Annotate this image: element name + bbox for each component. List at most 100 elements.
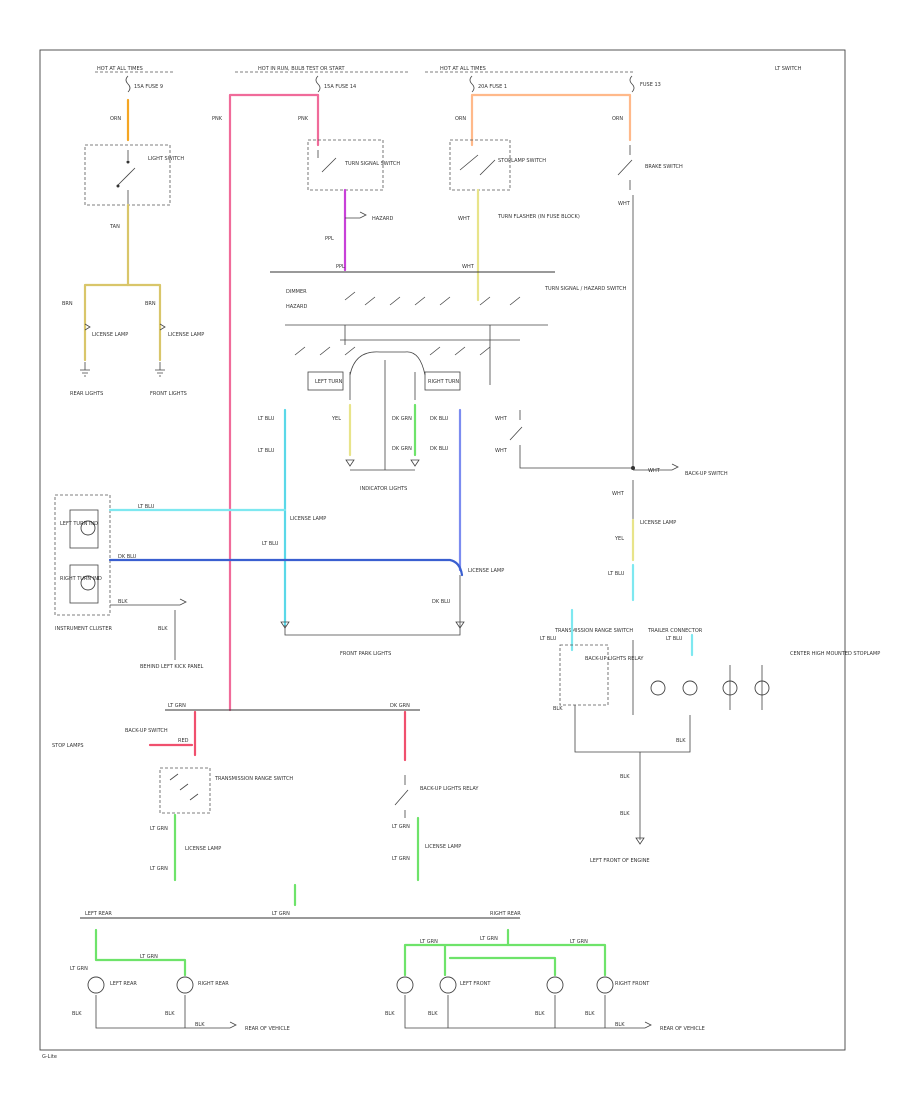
trailer-connector-label: TRAILER CONNECTOR — [647, 628, 703, 634]
ground-left-2 — [155, 362, 165, 377]
svg-text:YEL: YEL — [331, 416, 341, 422]
svg-text:DK BLU: DK BLU — [118, 554, 137, 560]
left-turn-label: LEFT TURN — [315, 379, 343, 385]
wire-tan-split — [83, 283, 162, 362]
wire-pink-main — [228, 93, 320, 712]
svg-text:LT GRN: LT GRN — [168, 703, 186, 709]
svg-text:BRN: BRN — [62, 301, 73, 307]
svg-text:LT GRN: LT GRN — [150, 866, 168, 872]
svg-text:PNK: PNK — [298, 116, 309, 122]
transmission-switch-box — [159, 767, 211, 814]
lamp-left-rear-2 — [176, 976, 194, 994]
svg-text:LICENSE LAMP: LICENSE LAMP — [168, 332, 204, 338]
corner-label: LT SWITCH — [775, 66, 802, 72]
svg-text:BACK-UP SWITCH: BACK-UP SWITCH — [125, 728, 168, 734]
svg-text:LT GRN: LT GRN — [150, 826, 168, 832]
svg-text:WHT: WHT — [648, 468, 661, 474]
lamp-right-rear-3 — [546, 976, 564, 994]
stoplamp-switch-box — [449, 139, 511, 191]
svg-text:BLK: BLK — [535, 1011, 545, 1017]
rear-lights-label: REAR LIGHTS — [70, 391, 103, 397]
svg-text:LT BLU: LT BLU — [262, 541, 279, 547]
fuse-header-left: HOT AT ALL TIMES — [97, 66, 143, 72]
backup-lights-relay-label: BACK-UP LIGHTS RELAY — [420, 786, 479, 792]
ground-left-1 — [80, 362, 90, 377]
lamp-left-rear-1 — [87, 976, 105, 994]
svg-text:LT GRN: LT GRN — [272, 911, 290, 917]
svg-text:LICENSE LAMP: LICENSE LAMP — [185, 846, 221, 852]
svg-text:PNK: PNK — [212, 116, 223, 122]
left-turn-ind-label: LEFT TURN IND — [60, 521, 98, 527]
lamp-right-rear-4 — [596, 976, 614, 994]
svg-text:LT GRN: LT GRN — [70, 966, 88, 972]
svg-text:RIGHT REAR: RIGHT REAR — [198, 981, 229, 987]
svg-text:BLK: BLK — [428, 1011, 438, 1017]
svg-text:TAN: TAN — [109, 224, 120, 230]
svg-text:DK BLU: DK BLU — [430, 416, 449, 422]
svg-text:LT GRN: LT GRN — [570, 939, 588, 945]
svg-text:LICENSE LAMP: LICENSE LAMP — [468, 568, 504, 574]
svg-text:LT GRN: LT GRN — [480, 936, 498, 942]
svg-text:WHT: WHT — [612, 491, 625, 497]
svg-text:BLK: BLK — [553, 706, 563, 712]
svg-text:LEFT REAR: LEFT REAR — [110, 981, 137, 987]
svg-text:LT GRN: LT GRN — [392, 824, 410, 830]
svg-text:LT BLU: LT BLU — [258, 416, 275, 422]
fuse-right: 20A FUSE 1 — [469, 75, 507, 93]
fuse-left: 15A FUSE 9 — [125, 75, 163, 93]
instrument-cluster-box — [54, 494, 111, 616]
svg-text:WHT: WHT — [495, 416, 508, 422]
switch-contacts — [285, 291, 548, 385]
splice-brake — [631, 466, 635, 470]
indicator-lights-label: INDICATOR LIGHTS — [360, 486, 407, 492]
svg-text:FUSE 13: FUSE 13 — [640, 82, 661, 88]
light-switch-label: LIGHT SWITCH — [148, 156, 184, 162]
svg-text:BLK: BLK — [165, 1011, 175, 1017]
svg-text:DK GRN: DK GRN — [392, 446, 412, 452]
svg-text:LT GRN: LT GRN — [420, 939, 438, 945]
fuse-middle: 15A FUSE 14 — [315, 75, 356, 93]
svg-text:PPL: PPL — [325, 236, 334, 242]
brake-switch-label: BRAKE SWITCH — [645, 164, 683, 170]
transmission-switch-detail: TRANSMISSION RANGE SWITCH — [214, 776, 293, 782]
svg-text:15A FUSE 9: 15A FUSE 9 — [134, 84, 163, 90]
svg-text:YEL: YEL — [614, 536, 624, 542]
svg-text:LT BLU: LT BLU — [138, 504, 155, 510]
svg-text:HAZARD: HAZARD — [372, 216, 394, 222]
svg-text:LICENSE LAMP: LICENSE LAMP — [425, 844, 461, 850]
center-stop-label: CENTER HIGH MOUNTED STOPLAMP — [790, 651, 880, 657]
wire-light-orange — [470, 93, 632, 147]
fuse-far-right: FUSE 13 — [629, 75, 661, 93]
svg-text:LT GRN: LT GRN — [140, 954, 158, 960]
front-park-lights-label: FRONT PARK LIGHTS — [340, 651, 391, 657]
lamp-right-rear-1 — [396, 976, 414, 994]
instrument-cluster-label: INSTRUMENT CLUSTER — [55, 626, 113, 632]
ground-center-label: BEHIND LEFT KICK PANEL — [140, 664, 204, 670]
svg-text:ORN: ORN — [455, 116, 466, 122]
diagram-border — [39, 49, 846, 1051]
wire-green-rear-right — [403, 928, 607, 977]
wire-green-rear-left — [94, 928, 187, 977]
backup-switch-label: BACK-UP SWITCH — [685, 471, 728, 477]
transmission-switch-label: TRANSMISSION RANGE SWITCH — [554, 628, 633, 634]
ground-front-label: LEFT FRONT OF ENGINE — [590, 858, 650, 864]
svg-text:BLK: BLK — [195, 1022, 205, 1028]
svg-text:HAZARD: HAZARD — [286, 304, 308, 310]
svg-text:WHT: WHT — [618, 201, 631, 207]
svg-text:RED: RED — [178, 738, 189, 744]
backup-relay-box — [559, 644, 609, 706]
svg-text:DK BLU: DK BLU — [430, 446, 449, 452]
svg-text:DK GRN: DK GRN — [390, 703, 410, 709]
svg-text:WHT: WHT — [495, 448, 508, 454]
fuse-header-right: HOT AT ALL TIMES — [440, 66, 486, 72]
svg-text:LICENSE LAMP: LICENSE LAMP — [290, 516, 326, 522]
ground-indicator-2 — [410, 459, 420, 467]
svg-text:BLK: BLK — [72, 1011, 82, 1017]
svg-text:15A FUSE 14: 15A FUSE 14 — [324, 84, 356, 90]
flasher-label: TURN FLASHER (IN FUSE BLOCK) — [497, 214, 580, 220]
stoplamp-switch-label: STOPLAMP SWITCH — [498, 158, 546, 164]
footer-label: G-Lite — [42, 1054, 57, 1060]
svg-text:20A FUSE 1: 20A FUSE 1 — [478, 84, 507, 90]
svg-text:BLK: BLK — [676, 738, 686, 744]
